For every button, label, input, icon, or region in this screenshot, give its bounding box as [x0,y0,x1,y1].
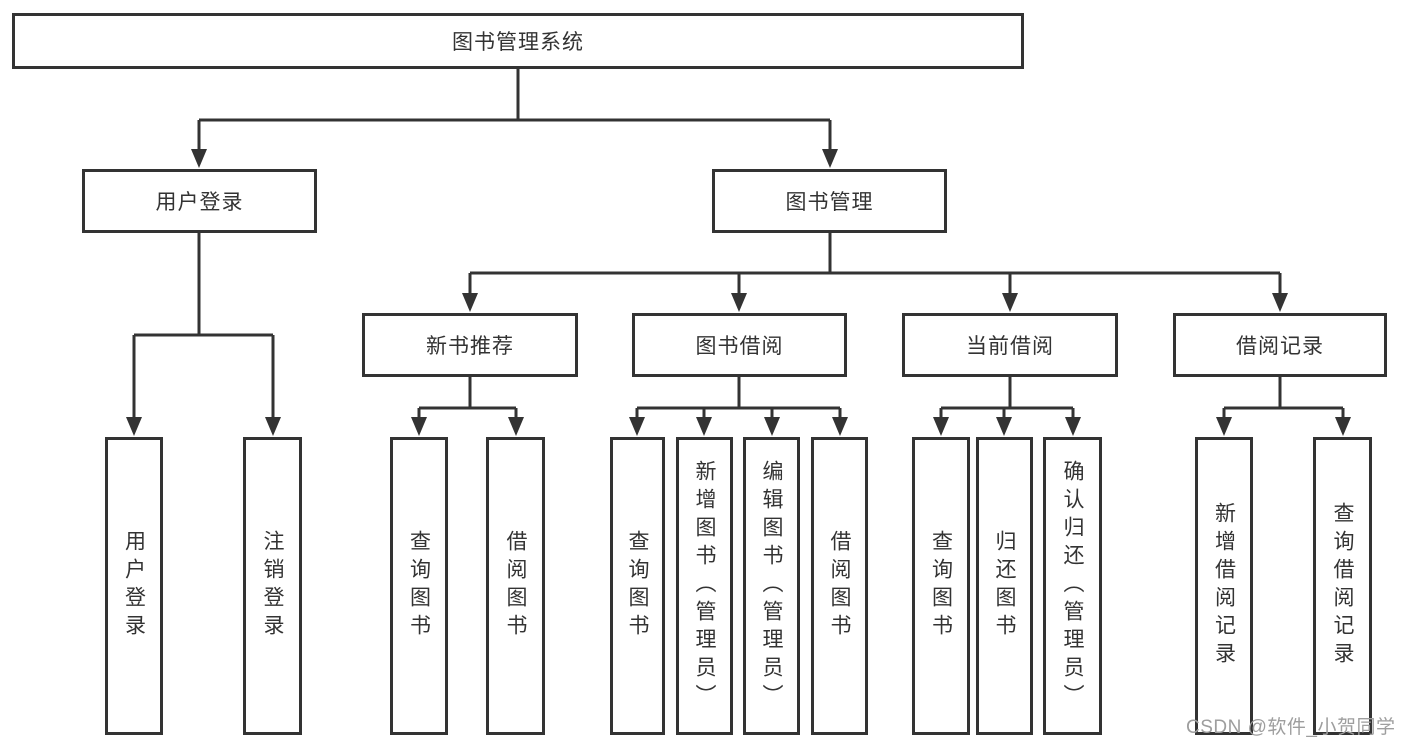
node-label: 图书借阅 [695,335,784,358]
node-label: 查询图书 [407,530,431,642]
node-label: 新增图书（管理员） [693,460,716,712]
node-current-borrowing: 当前借阅 [902,313,1118,377]
leaf-user-login: 用户登录 [105,437,163,735]
node-label: 借阅图书 [504,530,527,642]
leaf-search-books-borrowing: 查询图书 [610,437,665,735]
node-label: 新增借阅记录 [1212,502,1236,670]
node-new-book-recommendation: 新书推荐 [362,313,578,377]
leaf-borrow-books-recommend: 借阅图书 [486,437,545,735]
node-label: 当前借阅 [966,335,1054,358]
node-label: 借阅记录 [1236,335,1324,358]
node-book-management: 图书管理 [712,169,947,233]
node-label: 查询图书 [626,530,649,642]
node-label: 图书管理系统 [452,31,584,54]
node-borrowing-records: 借阅记录 [1173,313,1387,377]
node-user-login: 用户登录 [82,169,317,233]
node-label: 确认归还（管理员） [1061,460,1084,712]
leaf-return-books: 归还图书 [976,437,1033,735]
node-root-system: 图书管理系统 [12,13,1024,69]
csdn-watermark: CSDN @软件_小贺同学 [1186,717,1396,738]
node-label: 归还图书 [993,530,1016,642]
leaf-logout: 注销登录 [243,437,302,735]
connector-paths [132,69,1345,418]
node-label: 注销登录 [261,530,284,642]
node-label: 借阅图书 [828,530,851,642]
node-book-borrowing: 图书借阅 [632,313,847,377]
node-label: 查询图书 [929,530,953,642]
leaf-edit-books-admin: 编辑图书（管理员） [743,437,800,735]
arrow-down-icons [126,149,1351,436]
leaf-borrow-books-borrowing: 借阅图书 [811,437,868,735]
leaf-search-books-current: 查询图书 [912,437,970,735]
node-label: 用户登录 [122,530,146,642]
node-label: 编辑图书（管理员） [760,460,783,712]
node-label: 图书管理 [785,191,874,214]
leaf-confirm-return-admin: 确认归还（管理员） [1043,437,1102,735]
leaf-search-borrow-record: 查询借阅记录 [1313,437,1372,735]
leaf-search-books-recommend: 查询图书 [390,437,448,735]
node-label: 用户登录 [155,191,244,214]
node-label: 查询借阅记录 [1331,502,1354,670]
node-label: 新书推荐 [426,335,514,358]
leaf-add-books-admin: 新增图书（管理员） [676,437,733,735]
leaf-add-borrow-record: 新增借阅记录 [1195,437,1253,735]
